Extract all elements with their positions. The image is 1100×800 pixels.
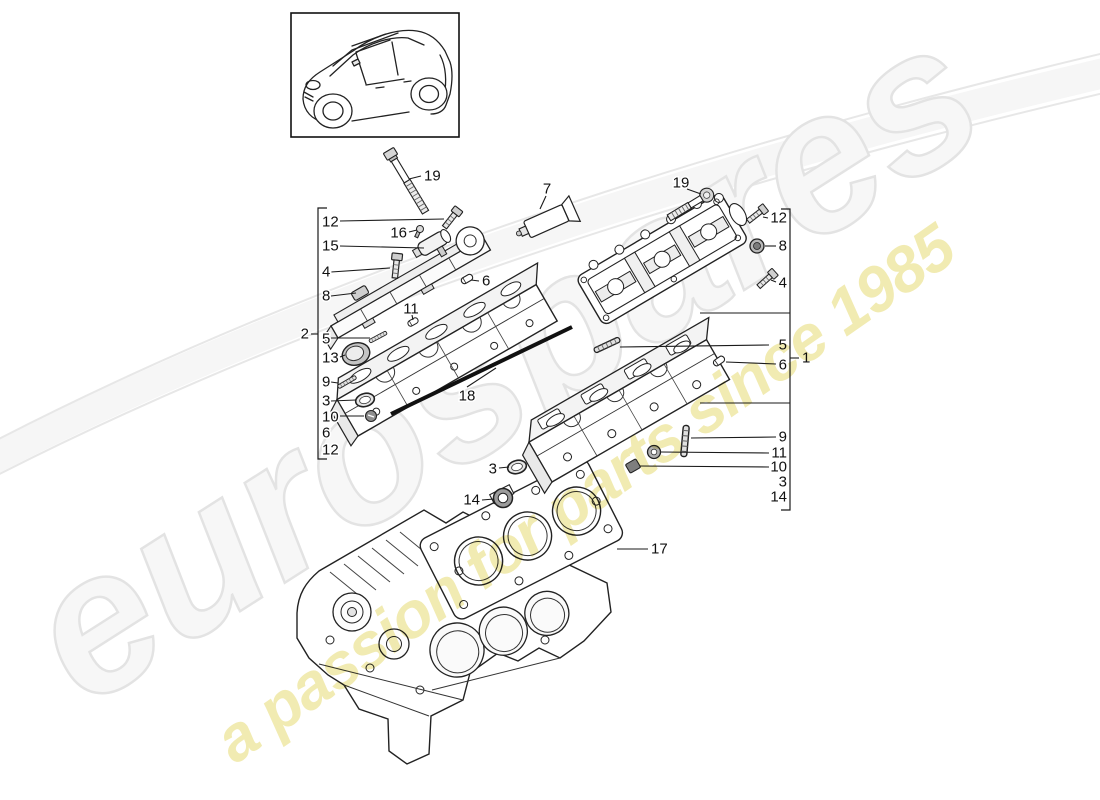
callout-leader-10: [639, 465, 770, 468]
callout-leader-4: [770, 279, 777, 283]
seal-3-left: [354, 392, 376, 408]
callout-9: 9: [322, 374, 330, 391]
bolt-12-left: [440, 205, 464, 231]
callout-leader-4: [330, 267, 391, 273]
right-group-bracket: [781, 208, 791, 511]
head-gasket-drawing: [419, 458, 624, 620]
callout-14: 14: [770, 489, 787, 506]
callout-leader-19: [686, 188, 702, 195]
callout-19: 19: [673, 175, 690, 192]
callout-10: 10: [770, 459, 787, 476]
callout-leader-6: [470, 279, 480, 282]
callout-11: 11: [403, 301, 419, 318]
callout-5: 5: [779, 337, 787, 354]
callout-6: 6: [322, 425, 330, 442]
callout-12: 12: [322, 442, 339, 459]
callout-leader-19: [408, 175, 422, 180]
nut-11-right: [646, 444, 662, 460]
callout-leader-14: [481, 498, 495, 501]
callout-leader-7: [539, 195, 547, 210]
cap-13: [341, 341, 371, 367]
callout-3: 3: [779, 474, 787, 491]
callout-leader-16: [408, 229, 418, 233]
callout-8: 8: [779, 238, 787, 255]
callout-leader-5: [619, 344, 770, 348]
hardware-parts: [336, 146, 779, 509]
callout-leader-6: [725, 361, 777, 365]
breather-valve-15: [411, 229, 452, 259]
callout-leader-9: [330, 381, 339, 384]
callout-10: 10: [322, 409, 339, 426]
callout-7: 7: [543, 181, 551, 198]
valve-cover-gasket-18: [390, 325, 573, 416]
callout-3: 3: [322, 393, 330, 410]
plug-10-right: [625, 458, 641, 474]
left-cylinder-head-drawing: [330, 261, 573, 447]
callout-19: 19: [424, 168, 441, 185]
callout-13: 13: [322, 350, 339, 367]
callout-leader-3: [330, 399, 357, 402]
callout-leader-3: [498, 466, 510, 469]
plug-10-left: [364, 409, 378, 423]
cap-nut-8-right: [749, 238, 765, 254]
sealant-tube-7: [516, 194, 582, 238]
callout-leader-18: [466, 367, 497, 388]
callout-12: 12: [770, 210, 787, 227]
callout-8: 8: [322, 288, 330, 305]
callout-leader-12: [339, 218, 445, 222]
cylinder-bores: [429, 590, 570, 678]
callout-leader-11: [660, 451, 770, 454]
seal-3-center: [506, 459, 528, 475]
cap-8-left: [351, 285, 369, 301]
callout-2: 2: [301, 326, 309, 343]
callout-17: 17: [651, 541, 668, 558]
callout-leader-13: [339, 354, 346, 358]
callout-4: 4: [779, 275, 787, 292]
callout-6: 6: [779, 357, 787, 374]
callout-1: 1: [802, 350, 810, 367]
callout-6: 6: [482, 273, 490, 290]
callout-leader-11: [411, 314, 414, 321]
right-valve-cover-drawing: [577, 192, 748, 325]
callout-9: 9: [779, 429, 787, 446]
callout-5: 5: [322, 331, 330, 348]
seal-ring-14: [492, 487, 514, 509]
callout-4: 4: [322, 264, 330, 281]
callout-11: 11: [771, 445, 787, 462]
callout-14: 14: [463, 492, 480, 509]
cayenne-suv-icon: [302, 29, 453, 129]
callout-leader-15: [339, 245, 425, 249]
callout-leader-12: [762, 216, 769, 219]
callout-leader-8: [330, 292, 357, 297]
screw-16: [414, 225, 424, 239]
callout-18: 18: [459, 388, 476, 405]
callout-leader-9: [690, 436, 777, 439]
callout-12: 12: [322, 214, 339, 231]
callout-3: 3: [489, 461, 497, 478]
vehicle-thumbnail: [290, 12, 460, 138]
callout-15: 15: [322, 238, 339, 255]
callout-16: 16: [390, 225, 407, 242]
